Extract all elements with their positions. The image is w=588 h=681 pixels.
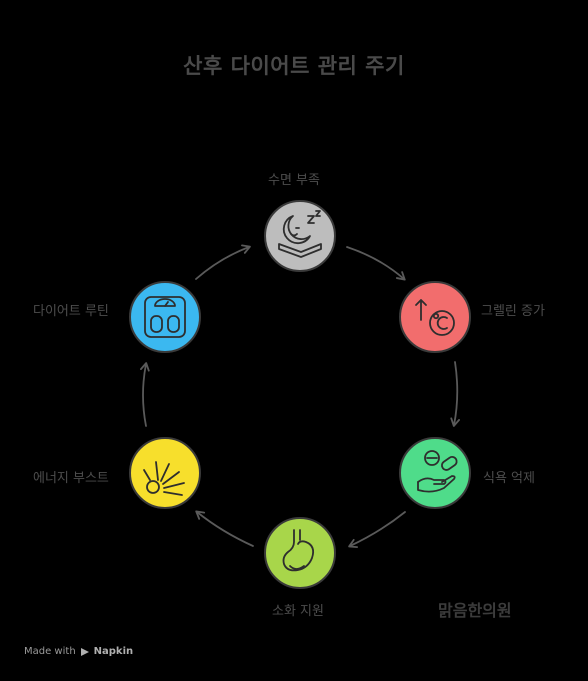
arrow-ghrelin-to-appetite <box>450 361 460 427</box>
label-sleep: 수면 부족 <box>268 173 320 188</box>
node-appetite <box>399 437 471 509</box>
pill-hand-icon <box>417 450 458 493</box>
diagram-title: 산후 다이어트 관리 주기 <box>183 54 405 78</box>
cycle-arrows <box>140 244 460 548</box>
napkin-logo-icon <box>80 647 89 656</box>
node-digestion <box>264 517 336 589</box>
label-ghrelin: 그렐린 증가 <box>481 304 545 319</box>
watermark-text: 맑음한의원 <box>438 601 512 620</box>
made-with-label: Made with <box>24 646 76 657</box>
arrow-energy-to-routine <box>140 362 150 427</box>
napkin-brand: Napkin <box>93 646 134 657</box>
arrow-digestion-to-energy <box>195 510 254 547</box>
node-energy <box>129 437 201 509</box>
label-digestion: 소화 지원 <box>272 604 324 619</box>
node-sleep <box>264 200 336 272</box>
scale-icon <box>144 296 186 338</box>
ghrelin-up-icon <box>415 299 455 336</box>
node-routine <box>129 281 201 353</box>
energy-burst-icon <box>143 461 185 496</box>
made-with-napkin[interactable]: Made with Napkin <box>24 646 133 657</box>
node-ghrelin <box>399 281 471 353</box>
label-appetite: 식욕 억제 <box>483 471 535 486</box>
arrow-routine-to-sleep <box>195 244 251 280</box>
sleep-moon-icon <box>278 210 322 258</box>
label-routine: 다이어트 루틴 <box>33 304 109 319</box>
stomach-icon <box>282 529 315 572</box>
arrow-sleep-to-ghrelin <box>346 246 406 281</box>
label-energy: 에너지 부스트 <box>33 471 109 486</box>
arrow-appetite-to-digestion <box>348 511 406 548</box>
